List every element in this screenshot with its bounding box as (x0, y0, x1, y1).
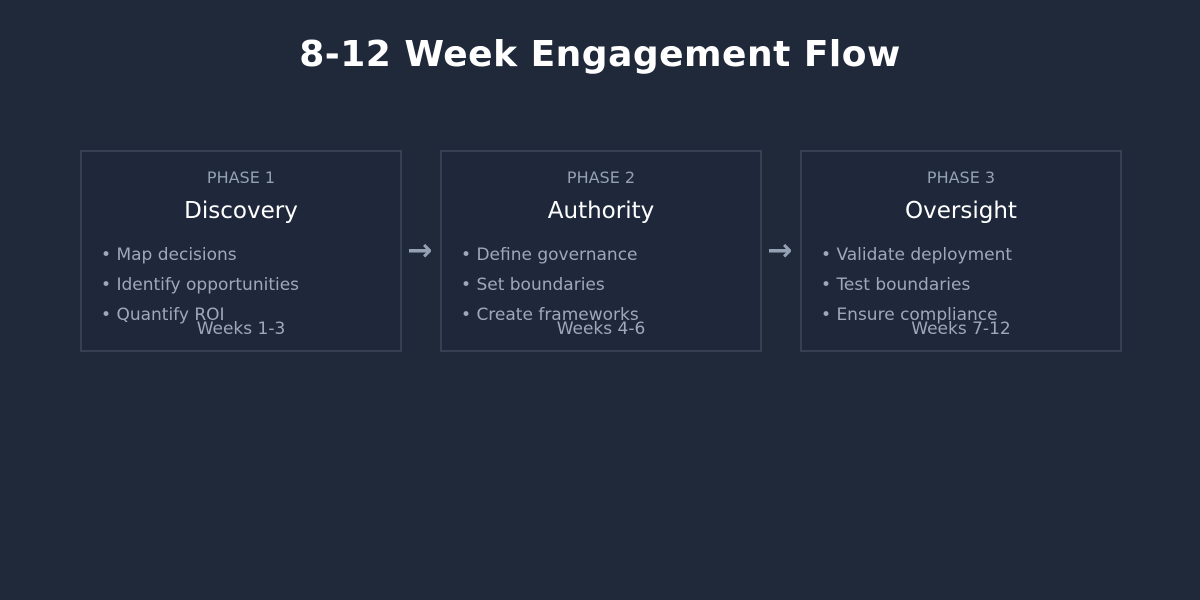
phase-2-activities: Define governance Set boundaries Create … (461, 240, 639, 330)
phase-3-name: Oversight (905, 198, 1017, 224)
phase-3-activities: Validate deployment Test boundaries Ensu… (821, 240, 1012, 330)
phase-1-activity: Identify opportunities (101, 270, 299, 300)
phase-3-box: PHASE 3 Oversight Validate deployment Te… (800, 150, 1122, 352)
phase-2-activity: Define governance (461, 240, 639, 270)
diagram-title: 8-12 Week Engagement Flow (299, 34, 901, 75)
phase-1-activity: Map decisions (101, 240, 299, 270)
phase-2-name: Authority (547, 198, 655, 224)
phase-1-activities: Map decisions Identify opportunities Qua… (101, 240, 299, 330)
phase-3-activity: Ensure compliance (821, 300, 1012, 330)
phase-3-activity: Validate deployment (821, 240, 1012, 270)
phase-1-activity: Quantify ROI (101, 300, 299, 330)
phase-2-activity: Set boundaries (461, 270, 639, 300)
phase-3-duration: Weeks 7-12 (911, 319, 1011, 339)
phase-3-label: PHASE 3 (926, 168, 996, 187)
phase-2-activity: Create frameworks (461, 300, 638, 330)
phase-1-label: PHASE 1 (206, 168, 276, 187)
phase-1-duration: Weeks 1-3 (196, 319, 286, 339)
phase-2-duration: Weeks 4-6 (556, 319, 646, 339)
phase-3-activity: Test boundaries (821, 270, 1012, 300)
phase-1-name: Discovery (184, 198, 298, 224)
arrow-right-icon: → (407, 233, 433, 268)
arrow-right-icon: → (767, 233, 793, 268)
phase-2-label: PHASE 2 (566, 168, 636, 187)
phase-2-box: PHASE 2 Authority Define governance Set … (440, 150, 762, 352)
phase-1-box: PHASE 1 Discovery Map decisions Identify… (80, 150, 402, 352)
